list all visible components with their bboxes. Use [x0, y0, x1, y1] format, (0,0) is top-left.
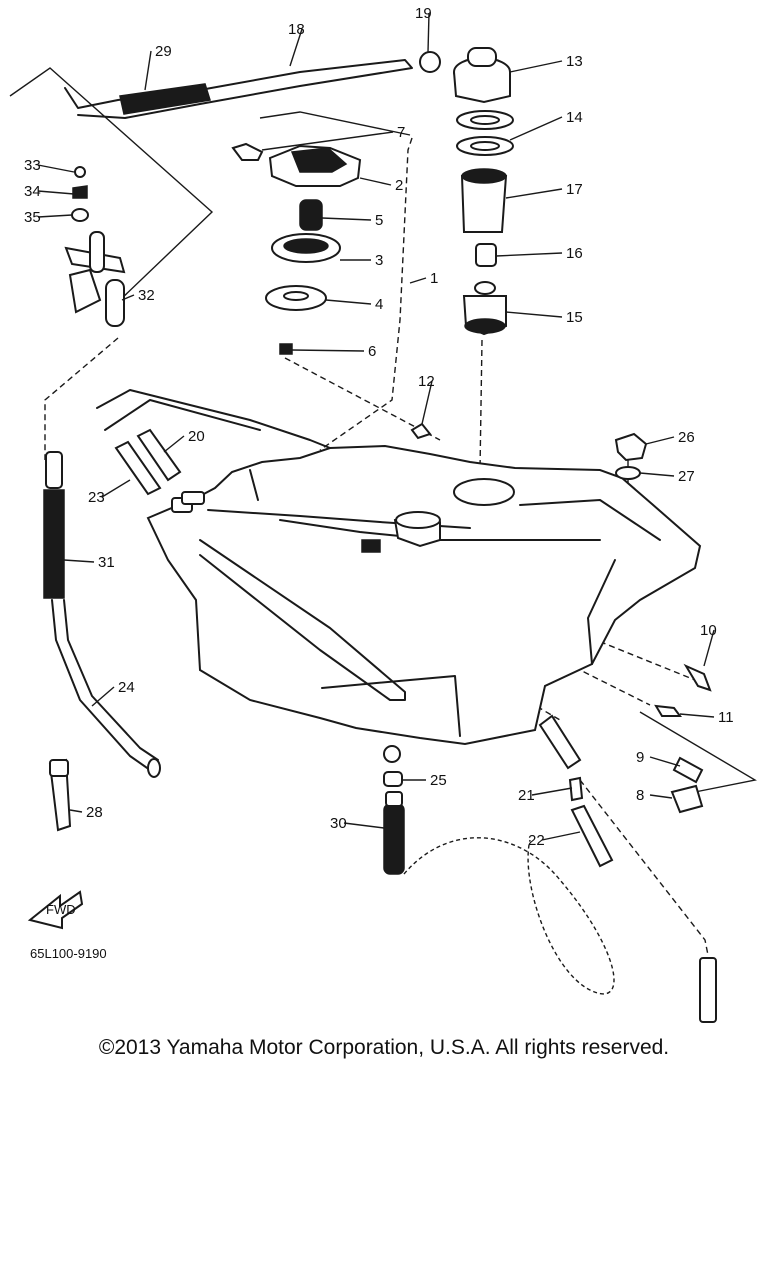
callout-3: 3 — [375, 252, 383, 269]
leader-line-31 — [63, 559, 95, 563]
leader-line-16 — [495, 252, 563, 257]
leader-line-22 — [541, 831, 581, 841]
callout-18: 18 — [288, 21, 305, 38]
bracket-left — [9, 67, 214, 301]
callout-19: 19 — [415, 5, 432, 22]
fuel-tank — [96, 389, 702, 746]
bracket-right — [639, 711, 757, 793]
hose-clamp-19 — [419, 51, 441, 73]
callout-4: 4 — [375, 296, 383, 313]
callout-20: 20 — [188, 428, 205, 445]
leader-line-14 — [509, 116, 563, 141]
leader-line-11 — [679, 713, 715, 718]
leader-line-33 — [37, 164, 75, 173]
fuel-tank-exploded-diagram: FWD 65L100-9190 123456789101112131415161… — [9, 5, 757, 1023]
leader-line-15 — [505, 311, 563, 318]
callout-24: 24 — [118, 679, 135, 696]
callout-32: 32 — [138, 287, 155, 304]
callout-2: 2 — [395, 177, 403, 194]
leader-line-8 — [649, 794, 673, 799]
leader-line-35 — [37, 214, 73, 218]
callout-14: 14 — [566, 109, 583, 126]
leader-line-29 — [144, 50, 152, 91]
leader-line-1 — [409, 277, 427, 284]
callout-1: 1 — [430, 270, 438, 287]
leader-line-21 — [531, 787, 573, 796]
leader-line-2 — [359, 177, 392, 186]
drain-parts — [383, 745, 615, 995]
leader-line-32 — [121, 294, 135, 301]
leader-line-10 — [703, 629, 715, 667]
callout-31: 31 — [98, 554, 115, 571]
fuel-cock-assembly — [64, 166, 126, 327]
callout-34: 34 — [24, 183, 41, 200]
leader-line-13 — [509, 60, 563, 73]
callout-26: 26 — [678, 429, 695, 446]
leader-line-27 — [639, 472, 675, 477]
drawing-code: 65L100-9190 — [30, 946, 107, 961]
callout-10: 10 — [700, 622, 717, 639]
leader-line-28 — [69, 809, 83, 813]
callout-7: 7 — [397, 124, 405, 141]
vent-hose-upper — [64, 59, 413, 119]
callout-6: 6 — [368, 343, 376, 360]
callout-22: 22 — [528, 832, 545, 849]
callout-9: 9 — [636, 749, 644, 766]
leader-line-24 — [91, 686, 115, 707]
callout-12: 12 — [418, 373, 435, 390]
leader-line-17 — [505, 188, 563, 199]
callout-33: 33 — [24, 157, 41, 174]
callout-11: 11 — [718, 709, 734, 726]
leader-line-23 — [101, 479, 131, 498]
leader-line-5 — [321, 217, 372, 221]
leader-line-19 — [427, 12, 430, 53]
callout-29: 29 — [155, 43, 172, 60]
callout-23: 23 — [88, 489, 105, 506]
leader-line-12 — [421, 380, 433, 425]
short-hoses — [114, 428, 182, 496]
callout-16: 16 — [566, 245, 583, 262]
callout-17: 17 — [566, 181, 583, 198]
leader-line-30 — [343, 822, 385, 829]
callout-5: 5 — [375, 212, 383, 229]
leader-line-34 — [37, 190, 75, 195]
leader-line-4 — [325, 299, 372, 305]
filler-neck-parts — [231, 142, 362, 355]
callout-13: 13 — [566, 53, 583, 70]
forward-direction-badge: FWD — [27, 890, 84, 930]
leader-line-20 — [163, 435, 185, 453]
vent-tube-parts — [538, 714, 717, 1023]
fuel-pump-assembly — [453, 47, 514, 336]
band-28 — [48, 758, 72, 832]
callout-28: 28 — [86, 804, 103, 821]
callout-25: 25 — [430, 772, 447, 789]
fuel-hose-long — [43, 451, 161, 778]
leader-line-18 — [289, 28, 303, 67]
leader-line-26 — [645, 436, 675, 445]
callout-8: 8 — [636, 787, 644, 804]
part-callouts: 1234567891011121314151617181920212223242… — [24, 5, 734, 849]
leader-line-7 — [261, 131, 394, 151]
svg-text:FWD: FWD — [46, 902, 76, 917]
leader-line-9 — [649, 756, 681, 767]
leader-1 — [259, 111, 411, 136]
copyright-notice: ©2013 Yamaha Motor Corporation, U.S.A. A… — [98, 1036, 670, 1059]
callout-27: 27 — [678, 468, 695, 485]
callout-21: 21 — [518, 787, 535, 804]
callout-30: 30 — [330, 815, 347, 832]
callout-35: 35 — [24, 209, 41, 226]
fasteners — [410, 422, 712, 814]
leader-line-6 — [291, 349, 365, 352]
callout-15: 15 — [566, 309, 583, 326]
